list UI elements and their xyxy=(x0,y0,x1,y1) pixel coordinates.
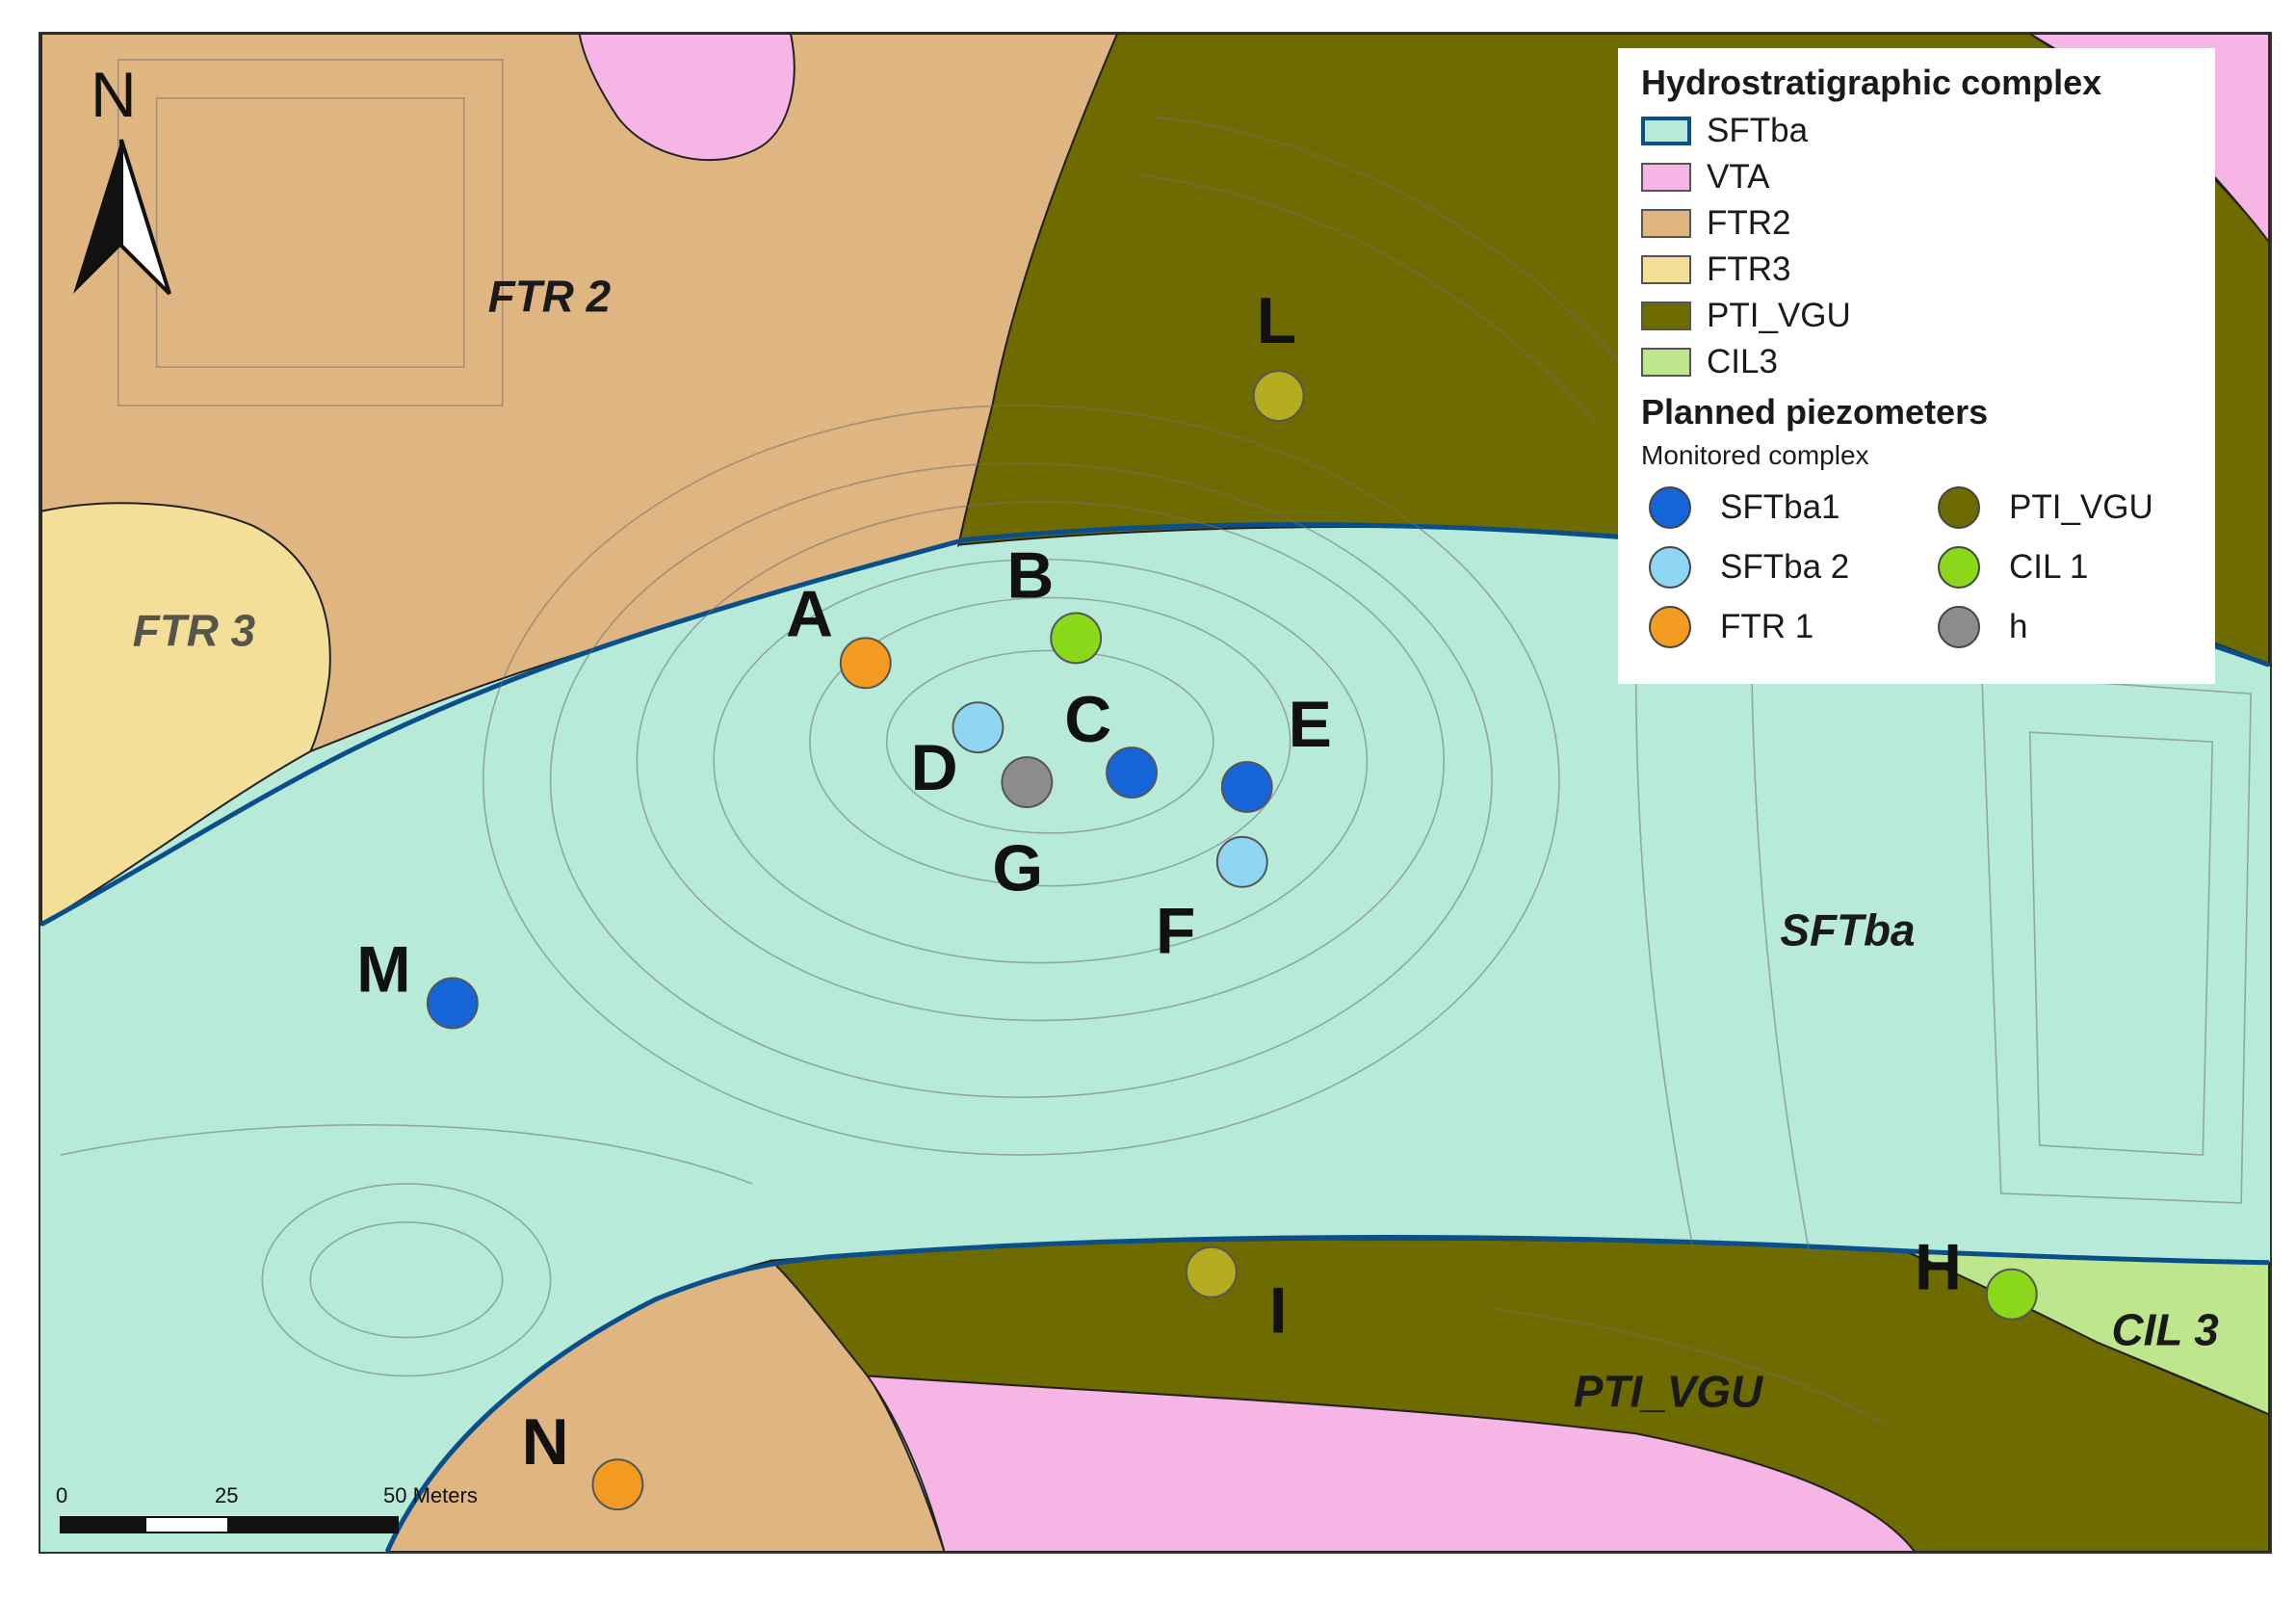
piezometer-a-label: A xyxy=(786,578,833,650)
scale-bar-segment-1 xyxy=(60,1516,144,1533)
piezometer-l-label: L xyxy=(1257,285,1296,357)
legend: Hydrostratigraphic complex SFTba VTA FTR… xyxy=(1618,48,2215,684)
scale-tick-25: 25 xyxy=(215,1483,239,1507)
zone-vta-top xyxy=(578,34,796,162)
legend-item-vta: VTA xyxy=(1641,154,2215,200)
piezometer-f-label: F xyxy=(1156,896,1195,968)
piezometer-m-label: M xyxy=(356,933,411,1006)
north-letter: N xyxy=(91,59,137,130)
piezometer-n-label: N xyxy=(522,1406,569,1479)
basemap-linework xyxy=(60,59,2252,1426)
zone-label-ftr3: FTR 3 xyxy=(133,605,255,655)
piezometer-d-marker[interactable] xyxy=(952,701,1004,754)
piezometer-f-marker[interactable] xyxy=(1215,835,1268,888)
zone-ftr3 xyxy=(40,502,331,927)
swatch-ftr2 xyxy=(1641,209,1691,238)
legend-pz-sftba1: SFTba1 xyxy=(1641,480,1930,536)
legend-monitored-label: Monitored complex xyxy=(1641,440,1869,470)
legend-item-sftba: SFTba xyxy=(1641,108,2215,154)
north-arrow: N xyxy=(67,58,173,308)
dot-icon xyxy=(1938,606,1980,648)
swatch-pti-vgu xyxy=(1641,301,1691,330)
piezometer-g-label: G xyxy=(992,833,1043,905)
legend-item-cil3: CIL3 xyxy=(1641,339,2215,385)
scale-bar: 0 25 50 Meters xyxy=(56,1483,509,1541)
legend-pz-label: SFTba 2 xyxy=(1720,548,1850,586)
zone-label-cil3: CIL 3 xyxy=(2111,1305,2218,1355)
legend-pz-pti-vgu: PTI_VGU xyxy=(1930,480,2200,536)
piezometers: A B C D E F G H I L M N xyxy=(356,285,2038,1511)
legend-piezometers-title: Planned piezometers xyxy=(1641,392,1989,432)
legend-title: Hydrostratigraphic complex xyxy=(1641,63,2102,102)
piezometer-g-marker[interactable] xyxy=(1001,756,1054,808)
dot-icon xyxy=(1649,546,1691,589)
legend-pz-label: h xyxy=(2009,608,2028,645)
legend-pz-label: SFTba1 xyxy=(1720,488,1840,526)
legend-item-pti-vgu: PTI_VGU xyxy=(1641,293,2215,339)
zone-label-sftba: SFTba xyxy=(1780,905,1915,956)
piezometer-a-marker[interactable] xyxy=(839,637,892,690)
legend-pz-label: PTI_VGU xyxy=(2009,488,2153,526)
piezometer-n-marker[interactable] xyxy=(591,1458,644,1511)
sftba-boundary-south xyxy=(384,1235,2270,1552)
piezometer-i-marker[interactable] xyxy=(1185,1245,1238,1298)
swatch-ftr3 xyxy=(1641,255,1691,284)
dot-icon xyxy=(1649,606,1691,648)
swatch-cil3 xyxy=(1641,348,1691,377)
legend-pz-cil1: CIL 1 xyxy=(1930,539,2200,595)
piezometer-d-label: D xyxy=(911,732,958,804)
scale-tick-0: 0 xyxy=(56,1483,68,1507)
legend-pz-ftr1: FTR 1 xyxy=(1641,599,1930,655)
dot-icon xyxy=(1649,486,1691,529)
piezometer-m-marker[interactable] xyxy=(426,977,479,1030)
swatch-sftba xyxy=(1641,117,1691,145)
piezometer-b-marker[interactable] xyxy=(1050,612,1103,665)
piezometer-c-marker[interactable] xyxy=(1106,747,1158,799)
legend-label-vta: VTA xyxy=(1707,158,1770,196)
legend-item-ftr2: FTR2 xyxy=(1641,200,2215,247)
legend-pz-label: CIL 1 xyxy=(2009,548,2089,586)
zone-label-ftr2: FTR 2 xyxy=(488,271,612,321)
piezometer-b-label: B xyxy=(1006,540,1054,613)
legend-pz-label: FTR 1 xyxy=(1720,608,1814,645)
legend-item-ftr3: FTR3 xyxy=(1641,247,2215,293)
piezometer-h-label: H xyxy=(1915,1232,1962,1304)
zone-vta-south xyxy=(865,1375,1917,1552)
piezometer-e-marker[interactable] xyxy=(1220,761,1273,813)
scale-bar-segment-3 xyxy=(229,1516,399,1533)
dot-icon xyxy=(1938,486,1980,529)
legend-label-ftr3: FTR3 xyxy=(1707,250,1791,288)
zone-label-pti-vgu: PTI_VGU xyxy=(1574,1366,1764,1416)
dot-icon xyxy=(1938,546,1980,589)
legend-label-pti-vgu: PTI_VGU xyxy=(1707,297,1851,334)
north-arrow-icon xyxy=(73,139,171,296)
legend-pz-h: h xyxy=(1930,599,2200,655)
legend-label-cil3: CIL3 xyxy=(1707,343,1778,380)
piezometer-h-marker[interactable] xyxy=(1985,1268,2038,1321)
swatch-vta xyxy=(1641,163,1691,192)
piezometer-i-label: I xyxy=(1269,1275,1288,1348)
piezometer-e-label: E xyxy=(1289,689,1332,761)
legend-piezometer-grid: SFTba1 PTI_VGU SFTba 2 CIL 1 FTR 1 h xyxy=(1641,480,2215,655)
scale-bar-segment-2 xyxy=(144,1516,229,1533)
legend-label-sftba: SFTba xyxy=(1707,112,1809,149)
piezometer-l-marker[interactable] xyxy=(1252,370,1305,422)
scale-tick-50: 50 Meters xyxy=(383,1483,478,1507)
legend-pz-sftba2: SFTba 2 xyxy=(1641,539,1930,595)
piezometer-c-label: C xyxy=(1064,684,1111,756)
legend-label-ftr2: FTR2 xyxy=(1707,204,1791,242)
